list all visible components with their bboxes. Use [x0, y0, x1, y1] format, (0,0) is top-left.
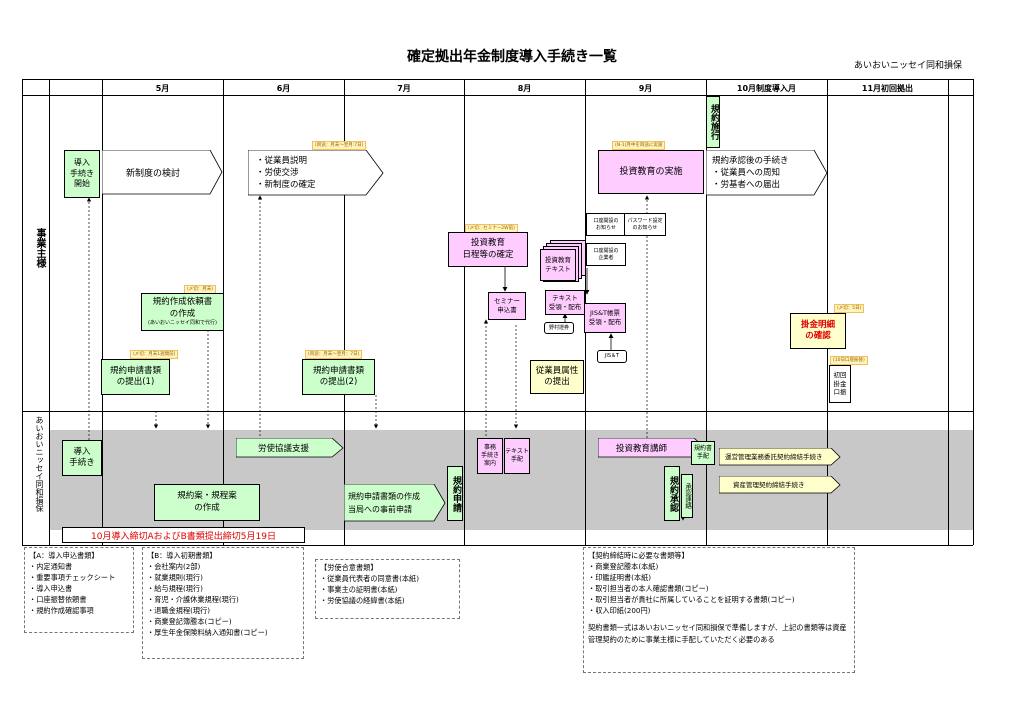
- app1-box: 規約申請書類 の提出(1): [101, 359, 170, 395]
- legend-item: ・会社案内(2部): [147, 562, 201, 571]
- row-label-employer: 事業主様: [34, 228, 45, 268]
- legend-item: ・事業主の証明書(本紙): [320, 585, 398, 594]
- legend-item: ・口座振替依頼書: [29, 595, 87, 604]
- edu-text-stack: 投資教育 テキスト: [540, 240, 586, 282]
- app-doc-arrow: 規約申請書類の作成 当局への事前申請: [343, 483, 446, 522]
- kiyaku-docs-box: 規約書 手配: [691, 441, 715, 465]
- asset-contract-label: 資産管理契約締結手続き: [733, 481, 805, 489]
- after-approval-arrow: 規約承認後の手続き ・従業員への周知 ・労基者への届出: [705, 149, 828, 196]
- legend-c: 【労使合意書類】 ・従業員代表者の同意書(本紙) ・事業主の証明書(本紙) ・労…: [315, 559, 460, 619]
- start-procedure-box: 導入 手続き 開始: [64, 150, 100, 198]
- legend-item: ・労使協議の経緯書(本紙): [320, 596, 405, 605]
- edu-text-label: 投資教育 テキスト: [540, 249, 576, 281]
- legend-item: ・収入印紙(200円): [588, 606, 651, 615]
- june-item: ・新制度の確定: [256, 180, 316, 190]
- june-item: ・労使交渉: [256, 168, 299, 178]
- company-name: あいおいニッセイ同和損保: [853, 61, 962, 71]
- june-item: ・従業員説明: [256, 156, 308, 166]
- legend-item: ・従業員代表者の同意書(本紙): [320, 574, 420, 583]
- month-header: 8月: [517, 84, 532, 93]
- kiyaku-sekou-box: 規約施行: [706, 96, 720, 148]
- legend-item: ・内定通知書: [29, 562, 73, 571]
- month-header: 5月: [155, 84, 170, 93]
- after-approval-item: ・労基者への届出: [712, 180, 781, 190]
- new-system-label: 新制度の検討: [126, 169, 181, 179]
- instructor-label: 投資教育講師: [616, 444, 668, 454]
- legend-item: ・退職金規程(現行): [147, 606, 211, 615]
- app2-tag: (目途：月末～翌月：7日): [305, 350, 363, 359]
- legend-item: ・就業規則(現行): [147, 573, 203, 582]
- kiyaku-app-box: 規約申請: [447, 466, 463, 521]
- premium-tag: (〆切：5日): [834, 304, 865, 313]
- app2-box: 規約申請書類 の提出(2): [302, 359, 375, 395]
- ops-contract-label: 運営管理業務委託契約締結手続き: [725, 453, 823, 461]
- legend-b: 【B：導入初期書類】 ・会社案内(2部) ・就業規則(現行) ・給与規程(現行)…: [142, 547, 304, 659]
- after-approval-item: 規約承認後の手続き: [712, 156, 789, 166]
- month-header: 9月: [638, 84, 653, 93]
- edu-tag: (N-1)月中を目途に実施: [612, 141, 666, 150]
- deadline-banner: 10月導入締切AおよびB書類提出締切5月19日: [62, 527, 305, 543]
- aioi-start-box: 導入 手続き: [62, 440, 102, 476]
- seminar-form-box: セミナー 申込書: [488, 292, 526, 320]
- legend-a: 【A：導入申込書類】 ・内定通知書 ・重要事項チェックシート ・導入申込書 ・口…: [24, 547, 134, 633]
- premium-box: 掛金明細 の確認: [790, 313, 846, 349]
- new-system-arrow: 新制度の検討: [101, 149, 223, 195]
- schedule-box: 投資教育 日程等の確定: [448, 232, 528, 267]
- legend-item: ・取引担当者が貴社に所属していることを証明する書類(コピー): [588, 595, 795, 604]
- draft-box: 規約案・規程案 の作成: [154, 484, 260, 521]
- legend-item: ・導入申込書: [29, 584, 73, 593]
- app-doc-label: 規約申請書類の作成 当局への事前申請: [348, 492, 420, 514]
- office-proc-box: 事務 手続き 案内: [477, 438, 503, 474]
- first-payment-tag: (10日口座振替): [830, 356, 868, 365]
- jis-distribution-box: JIS&T帳票 受領・配布: [584, 303, 626, 333]
- kiyaku-approve-box: 規約承認: [664, 466, 680, 521]
- legend-item: ・取引担当者の本人確認書類(コピー): [588, 584, 709, 593]
- row-label-aioi: あいおいニッセイ同和損保: [35, 416, 44, 512]
- text-arrange-box: テキスト 手配: [504, 438, 530, 474]
- month-header: 10月制度導入月: [736, 84, 797, 93]
- labor-support-label: 労使協議支援: [258, 444, 310, 454]
- text-distribution-box: テキスト 受領・配布: [545, 290, 585, 315]
- jis-box: JIS＆T: [597, 350, 627, 363]
- account-notice-doc: 口座開設の お知らせ: [586, 213, 626, 236]
- legend-item: ・給与規程(現行): [147, 584, 203, 593]
- first-payment-box: 初回 掛金 口振: [829, 365, 851, 403]
- instructor-arrow: 投資教育講師: [597, 437, 706, 458]
- june-items-arrow: ・従業員説明 ・労使交渉 ・新制度の確定: [247, 149, 384, 196]
- account-company-doc: 口座開設の 企業者: [586, 243, 626, 266]
- password-notice-doc: パスワード設定 のお知らせ: [624, 213, 666, 236]
- legend-note: 契約書類一式はあいおいニッセイ同和損保で準備しますが、上記の書類等は資産管理契約…: [588, 623, 847, 644]
- month-header: 6月: [276, 84, 291, 93]
- ops-contract-arrow: 運営管理業務委託契約締結手続き: [718, 447, 841, 466]
- legend-item: ・厚生年金保険料納入通知書(コピー): [147, 628, 268, 637]
- nomura-box: 野村證券: [544, 322, 574, 334]
- legend-item: ・商業登記簿謄本(コピー): [147, 617, 232, 626]
- labor-support-arrow: 労使協議支援: [235, 437, 344, 458]
- legend-item: ・商業登記謄本(本紙): [588, 562, 659, 571]
- month-header: 11月初回拠出: [861, 84, 914, 93]
- month-header: 7月: [397, 84, 411, 93]
- attributes-box: 従業員属性 の提出: [530, 360, 584, 394]
- request-doc-box: 規約作成依頼書 の作成 (あいおいニッセイ同和で代行): [141, 293, 224, 331]
- june-deadline-tag: (目途：月末～翌月:7日): [312, 141, 367, 150]
- legend-item: ・印鑑証明書(本紙): [588, 573, 652, 582]
- legend-item: ・重要事項チェックシート: [29, 573, 116, 582]
- approval-contact-box: 承認連絡: [681, 474, 693, 518]
- legend-item: ・育児・介護休業規程(現行): [147, 595, 239, 604]
- legend-item: ・規約作成確認事項: [29, 606, 94, 615]
- invest-edu-box: 投資教育の実施: [598, 150, 704, 194]
- asset-contract-arrow: 資産管理契約締結手続き: [718, 475, 841, 494]
- page-title: 確定拠出年金制度導入手続き一覧: [407, 49, 617, 65]
- after-approval-item: ・従業員への周知: [712, 168, 781, 178]
- legend-d: 【契約締結時に必要な書類等】 ・商業登記謄本(本紙) ・印鑑証明書(本紙) ・取…: [583, 547, 855, 673]
- app1-tag: (〆切：月末1週間前): [130, 350, 179, 359]
